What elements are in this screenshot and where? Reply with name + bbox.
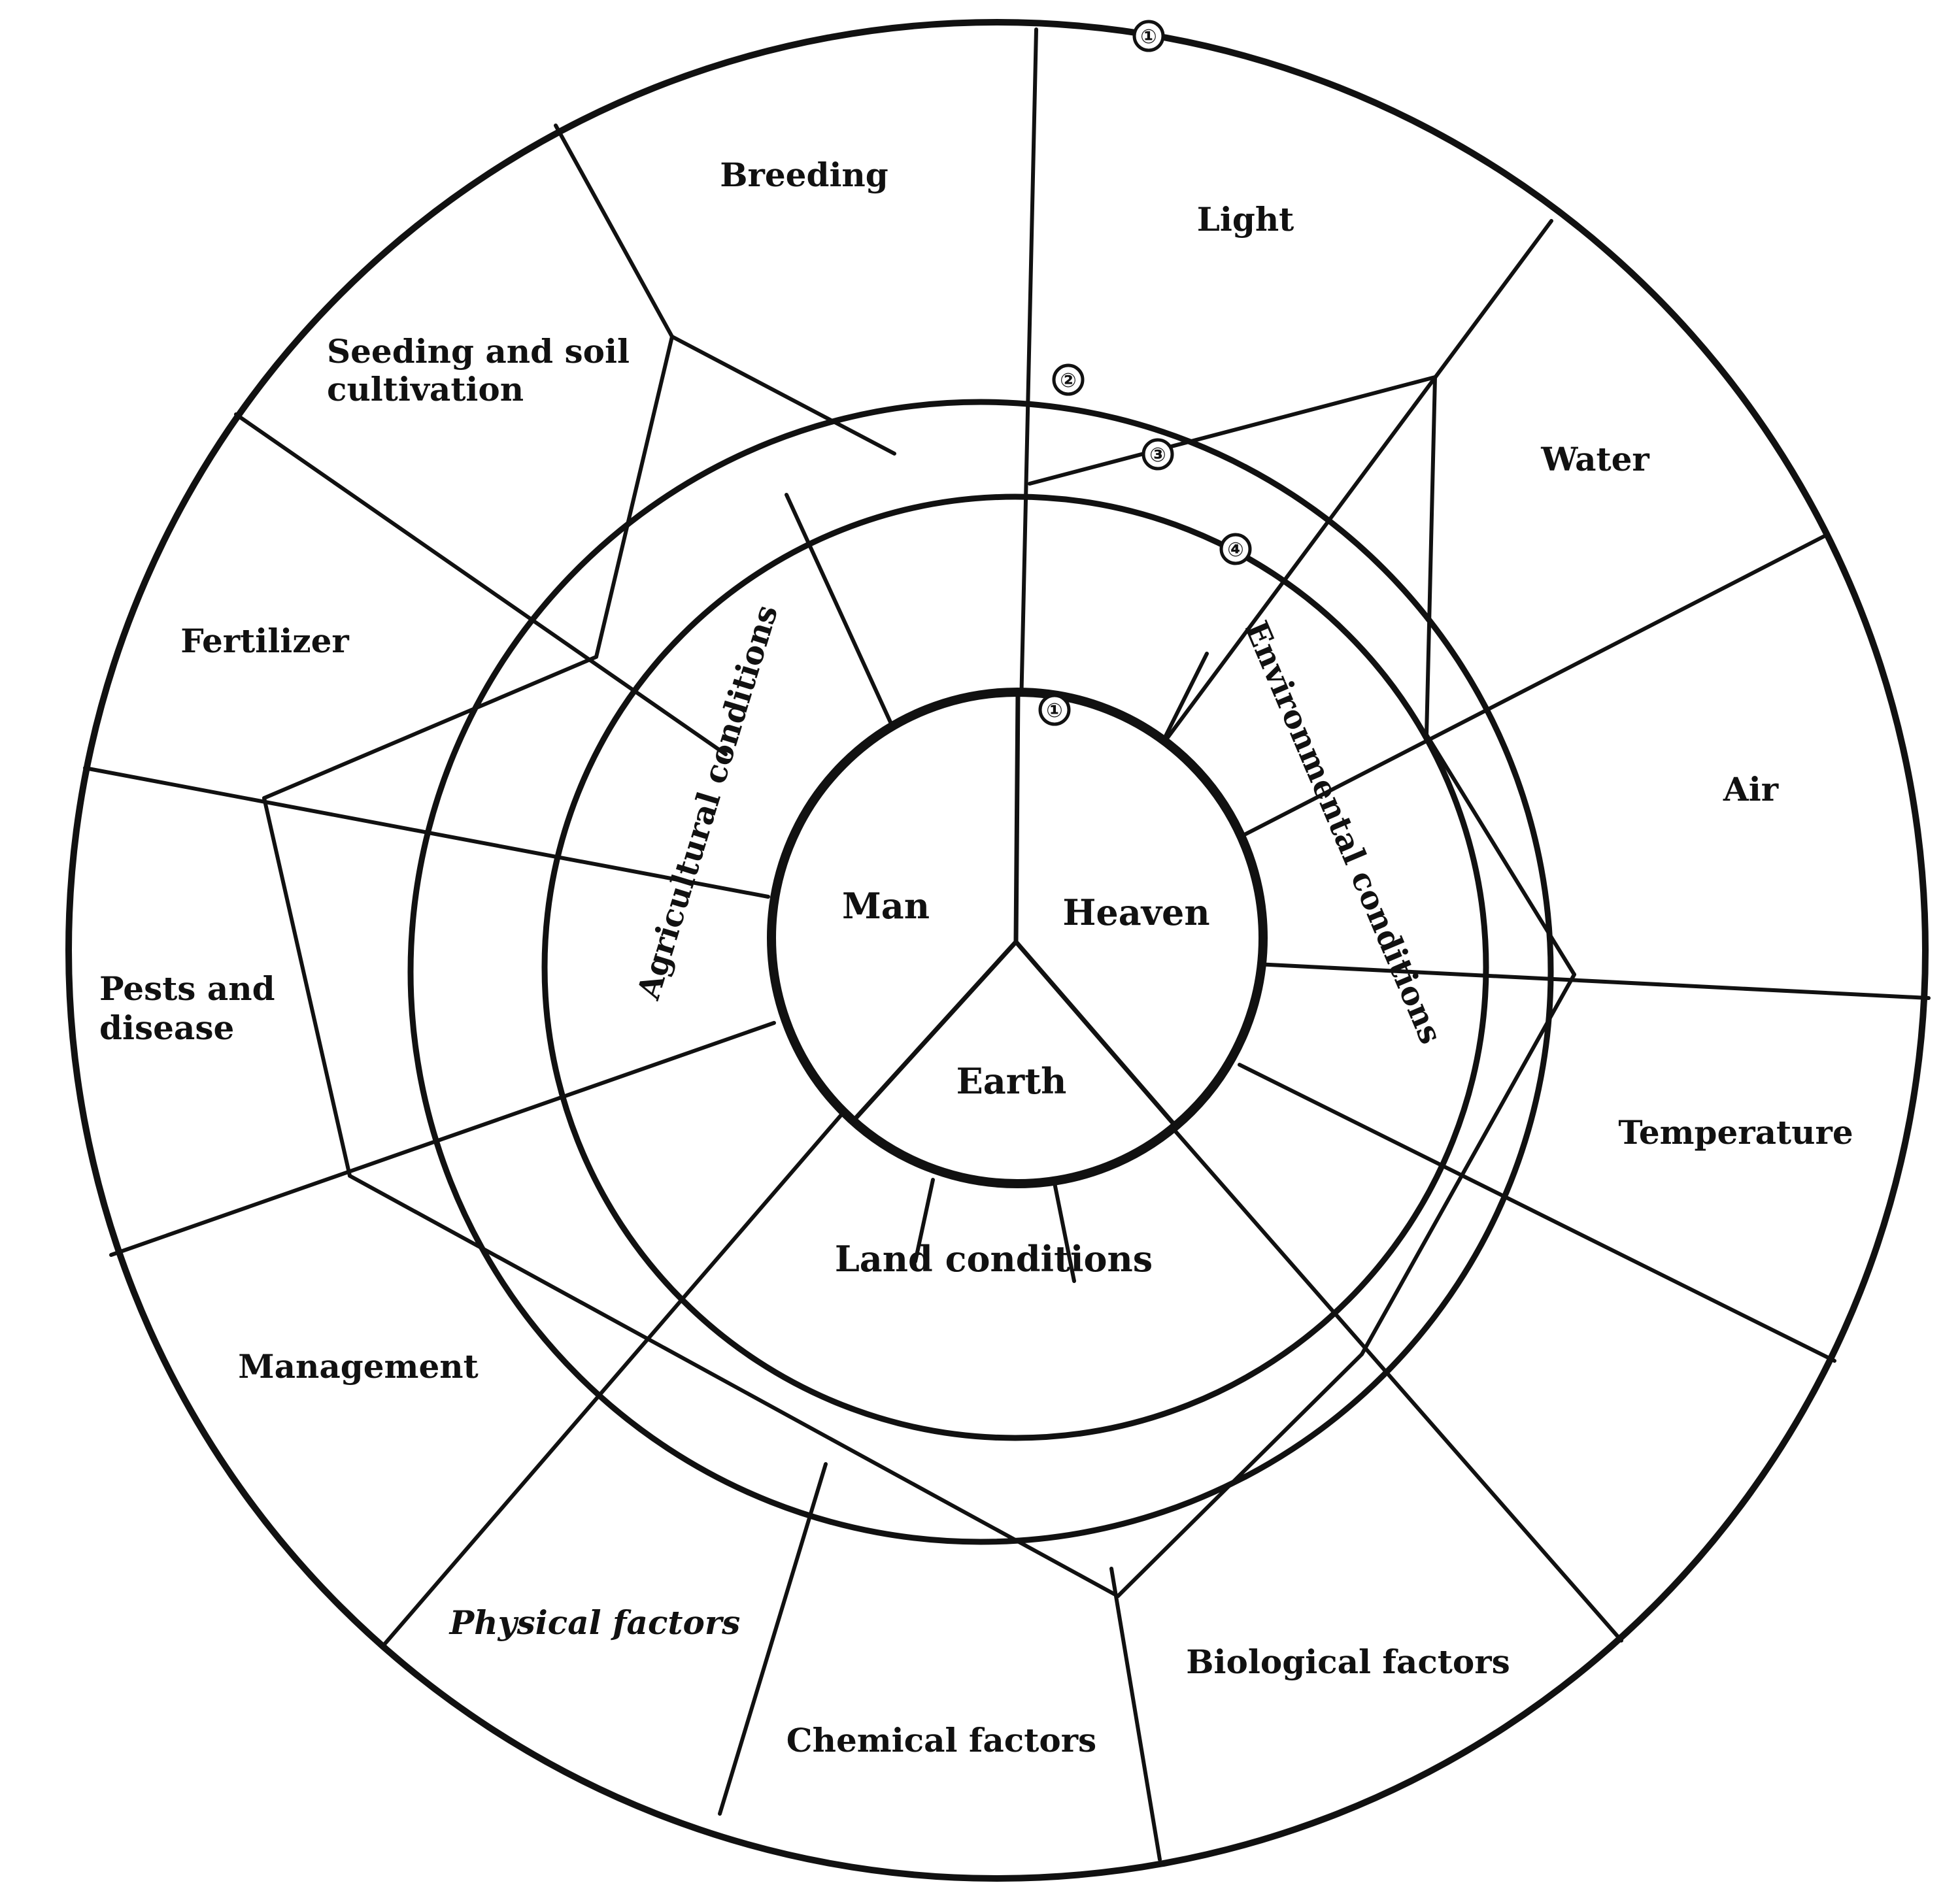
ring-marker-label: ① [1140,25,1157,48]
spoke-physical-chemical [718,1462,828,1816]
web-line-2 [262,655,598,800]
inner-spoke-ne [1157,652,1209,751]
spoke-light-water [1159,219,1553,748]
ring-marker-1-outer: ① [1132,20,1165,52]
ring-marker-label: ④ [1227,539,1243,561]
web-line-3 [262,796,352,1178]
spoke-chemical-biological [1109,1567,1162,1861]
factor-label-breeding: Breeding [720,156,888,194]
center-label-heaven: Heaven [1062,892,1209,933]
web-line-8 [1425,375,1437,737]
ring-marker-label: ③ [1149,444,1166,467]
factor-label-pests-line2: disease [99,1009,234,1047]
web-line-5 [1116,1352,1364,1598]
spoke-biological-right [1169,1124,1623,1643]
factor-label-seeding-line2: cultivation [327,370,524,409]
center-label-earth: Earth [956,1060,1067,1102]
core-divider-top [1013,690,1021,944]
core-divider-left [851,939,1019,1124]
ring-marker-3: ③ [1141,438,1174,471]
inner-spoke-s2 [1052,1178,1076,1283]
center-label-man: Man [842,885,930,927]
ring-marker-1-inner: ① [1038,693,1071,726]
factor-label-management: Management [238,1347,478,1386]
core-dividers [851,690,1179,1130]
web-line-6 [1360,973,1576,1356]
spoke-water-air [1235,534,1827,841]
condition-label-agricultural: Agricultural conditions [630,601,785,1004]
condition-label-environmental: Environmental conditions [1238,616,1449,1049]
factor-label-biological: Biological factors [1186,1643,1510,1681]
spoke-pests-management [109,1021,776,1257]
spoke-management-physical [381,1110,845,1648]
web-line-1 [594,335,674,659]
factor-label-seeding-line1: Seeding and soil [327,332,630,371]
spoke-seeding-fertilizer [234,412,728,756]
ring-outer [65,19,1929,1882]
factor-label-temperature: Temperature [1618,1113,1853,1152]
factor-label-water: Water [1540,440,1649,478]
ring-third [541,493,1489,1441]
web-line-9 [1028,375,1437,486]
spoke-air-temperature [1255,962,1931,1000]
inner-spoke-s1 [913,1178,935,1263]
factor-label-air: Air [1723,770,1779,809]
inner-spoke-nw [785,493,896,733]
core-divider-right [1013,939,1179,1130]
factor-label-physical: Physical factors [448,1603,741,1642]
ring-marker-4: ④ [1219,533,1252,565]
factor-label-pests-line1: Pests and [99,969,275,1008]
ring-marker-label: ① [1046,699,1062,722]
ring-marker-label: ② [1060,369,1076,392]
condition-label-land: Land conditions [835,1238,1153,1280]
factor-label-fertilizer: Fertilizer [180,622,349,660]
factor-label-light: Light [1197,200,1294,239]
factor-label-chemical: Chemical factors [786,1721,1096,1760]
spoke-temperature-lower [1238,1063,1836,1363]
ring-marker-2: ② [1052,363,1085,396]
ring-second [407,399,1554,1545]
